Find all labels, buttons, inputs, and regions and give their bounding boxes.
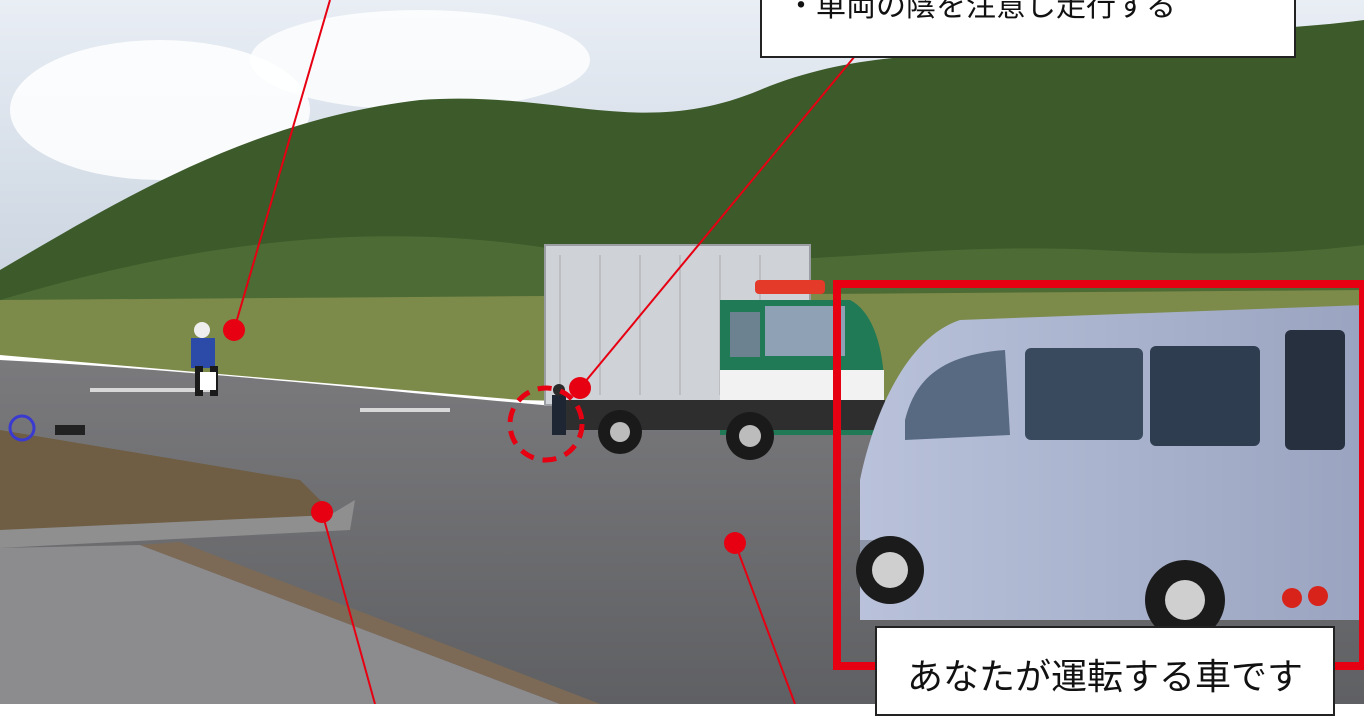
annotation-dot — [724, 532, 746, 554]
roadside-grass — [0, 430, 340, 535]
annotation-dot — [223, 319, 245, 341]
road-marking — [360, 408, 450, 412]
top-callout-box: ・車両の陰を注意し走行する — [760, 0, 1296, 58]
road-marking — [90, 388, 210, 392]
cloud — [250, 10, 590, 110]
van — [856, 305, 1364, 640]
bottom-callout-box: あなたが運転する車です — [875, 626, 1335, 716]
curb — [0, 500, 355, 548]
cloud — [10, 40, 310, 180]
pointer-line — [579, 55, 856, 389]
pointer-line — [233, 0, 331, 331]
pointer-line — [321, 511, 376, 704]
top-callout-text: ・車両の陰を注意し走行する — [786, 0, 1176, 24]
sidewalk — [0, 545, 560, 704]
bag — [55, 425, 85, 435]
annotation-dot — [311, 501, 333, 523]
drain-strip — [140, 542, 600, 704]
motorcyclist — [191, 322, 218, 396]
bottom-callout-text: あなたが運転する車です — [906, 657, 1303, 698]
dashed-highlight-circle — [507, 385, 585, 463]
pointer-line — [734, 542, 796, 704]
bicycle-wheel — [8, 414, 36, 442]
annotation-dot — [569, 377, 591, 399]
